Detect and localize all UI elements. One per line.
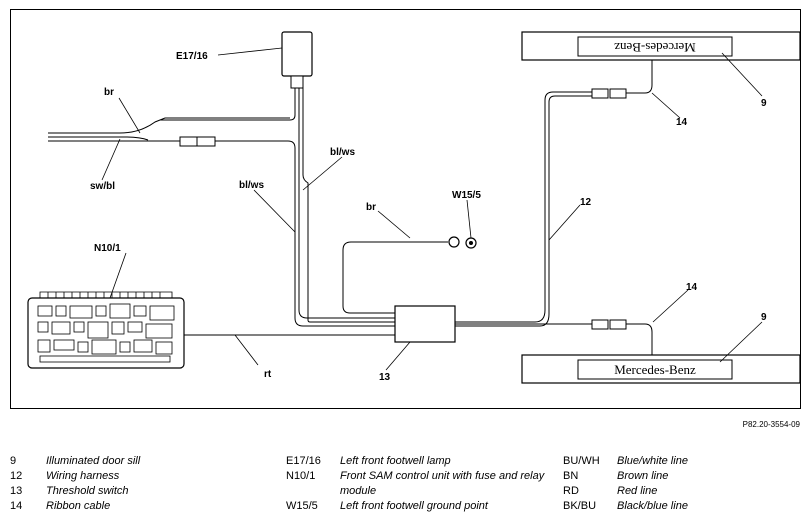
legend-row: BK/BU Black/blue line: [563, 499, 767, 514]
legend-desc: Ribbon cable: [46, 500, 111, 512]
label-br-top: br: [104, 87, 114, 98]
legend-code: RD: [563, 485, 579, 497]
legend-row: E17/16 Left front footwell lamp: [286, 454, 545, 469]
label-14-bottom: 14: [686, 282, 698, 293]
label-w15-5: W15/5: [452, 190, 481, 201]
leader-lines: [101, 47, 763, 371]
label-9-bottom: 9: [761, 312, 767, 323]
label-13: 13: [379, 372, 391, 383]
sam-control-unit-n10-1: [27, 297, 185, 369]
legend-row: BU/WH Blue/white line: [563, 454, 767, 469]
legend-code: BU/WH: [563, 455, 600, 467]
legend-row: RD Red line: [563, 484, 767, 499]
legend-code: 12: [10, 470, 23, 482]
legend-desc: Blue/white line: [617, 455, 688, 467]
diagram-reference: P82.20-3554-09: [743, 420, 801, 429]
legend-desc: Illuminated door sill: [46, 455, 141, 467]
legend-row: BN Brown line: [563, 469, 767, 484]
legend-desc: Front SAM control unit with fuse and rel…: [340, 470, 545, 497]
legend-code: BN: [563, 470, 579, 482]
label-bl-ws-2: bl/ws: [239, 180, 264, 191]
door-sill-top-text: Mercedes-Benz: [614, 40, 696, 55]
legend-desc: Left front footwell ground point: [340, 500, 488, 512]
legend-desc: Brown line: [617, 470, 669, 482]
legend-code: N10/1: [286, 470, 316, 482]
label-rt: rt: [264, 369, 272, 380]
legend-desc: Threshold switch: [46, 485, 129, 497]
legend-desc: Left front footwell lamp: [340, 455, 451, 467]
legend-code: W15/5: [286, 500, 318, 512]
threshold-switch-13: [394, 305, 456, 343]
legend-row: 13 Threshold switch: [10, 484, 266, 499]
label-9-top: 9: [761, 98, 767, 109]
legend-code: E17/16: [286, 455, 321, 467]
legend-code: 13: [10, 485, 23, 497]
door-sill-bottom-text: Mercedes-Benz: [614, 362, 696, 377]
inline-connector-bottom-a: [591, 319, 609, 330]
inline-connector-top-b: [609, 88, 627, 99]
footwell-lamp-e17-16: [281, 31, 313, 77]
label-sw-bl: sw/bl: [90, 181, 115, 192]
wiring-harness-12: [455, 91, 592, 327]
legend-row: N10/1 Front SAM control unit with fuse an…: [286, 469, 545, 499]
label-bl-ws-1: bl/ws: [330, 147, 355, 158]
inline-connector-top-a: [591, 88, 609, 99]
legend-codes: E17/16 Left front footwell lamp N10/1 Fron…: [286, 454, 545, 514]
ribbon-cable-14-bottom: [626, 323, 653, 355]
legend-row: 14 Ribbon cable: [10, 499, 266, 514]
switch-harness: [298, 309, 395, 323]
left-incoming-wires: [48, 117, 395, 327]
legend-wire-colors: BU/WH Blue/white line BN Brown line RD Red …: [563, 454, 767, 514]
label-e17-16: E17/16: [176, 51, 208, 62]
ribbon-cable-14-top: [626, 60, 653, 94]
label-12: 12: [580, 197, 592, 208]
legend-row: 12 Wiring harness: [10, 469, 266, 484]
legend-code: BK/BU: [563, 500, 597, 512]
legend-desc: Red line: [617, 485, 658, 497]
footwell-lamp-connector: [290, 75, 304, 89]
sam-unit-detail: [37, 291, 175, 363]
ground-wire-br: [342, 241, 448, 314]
label-br-ground: br: [366, 202, 376, 213]
ground-ring-terminal: [448, 236, 460, 248]
legend-code: 14: [10, 500, 23, 512]
legend-desc: Wiring harness: [46, 470, 120, 482]
legend-desc: Black/blue line: [617, 500, 688, 512]
door-sill-top-plate: [577, 36, 733, 57]
legend-row: 9 Illuminated door sill: [10, 454, 266, 469]
inline-connector-bottom-b: [609, 319, 627, 330]
label-n10-1: N10/1: [94, 243, 121, 254]
diagram-frame: [10, 9, 801, 409]
legend-row: W15/5 Left front footwell ground point: [286, 499, 545, 514]
door-sill-bottom-plate: [577, 359, 733, 380]
legend-code: 9: [10, 455, 17, 467]
label-14-top: 14: [676, 117, 688, 128]
lamp-harness: [160, 88, 309, 320]
